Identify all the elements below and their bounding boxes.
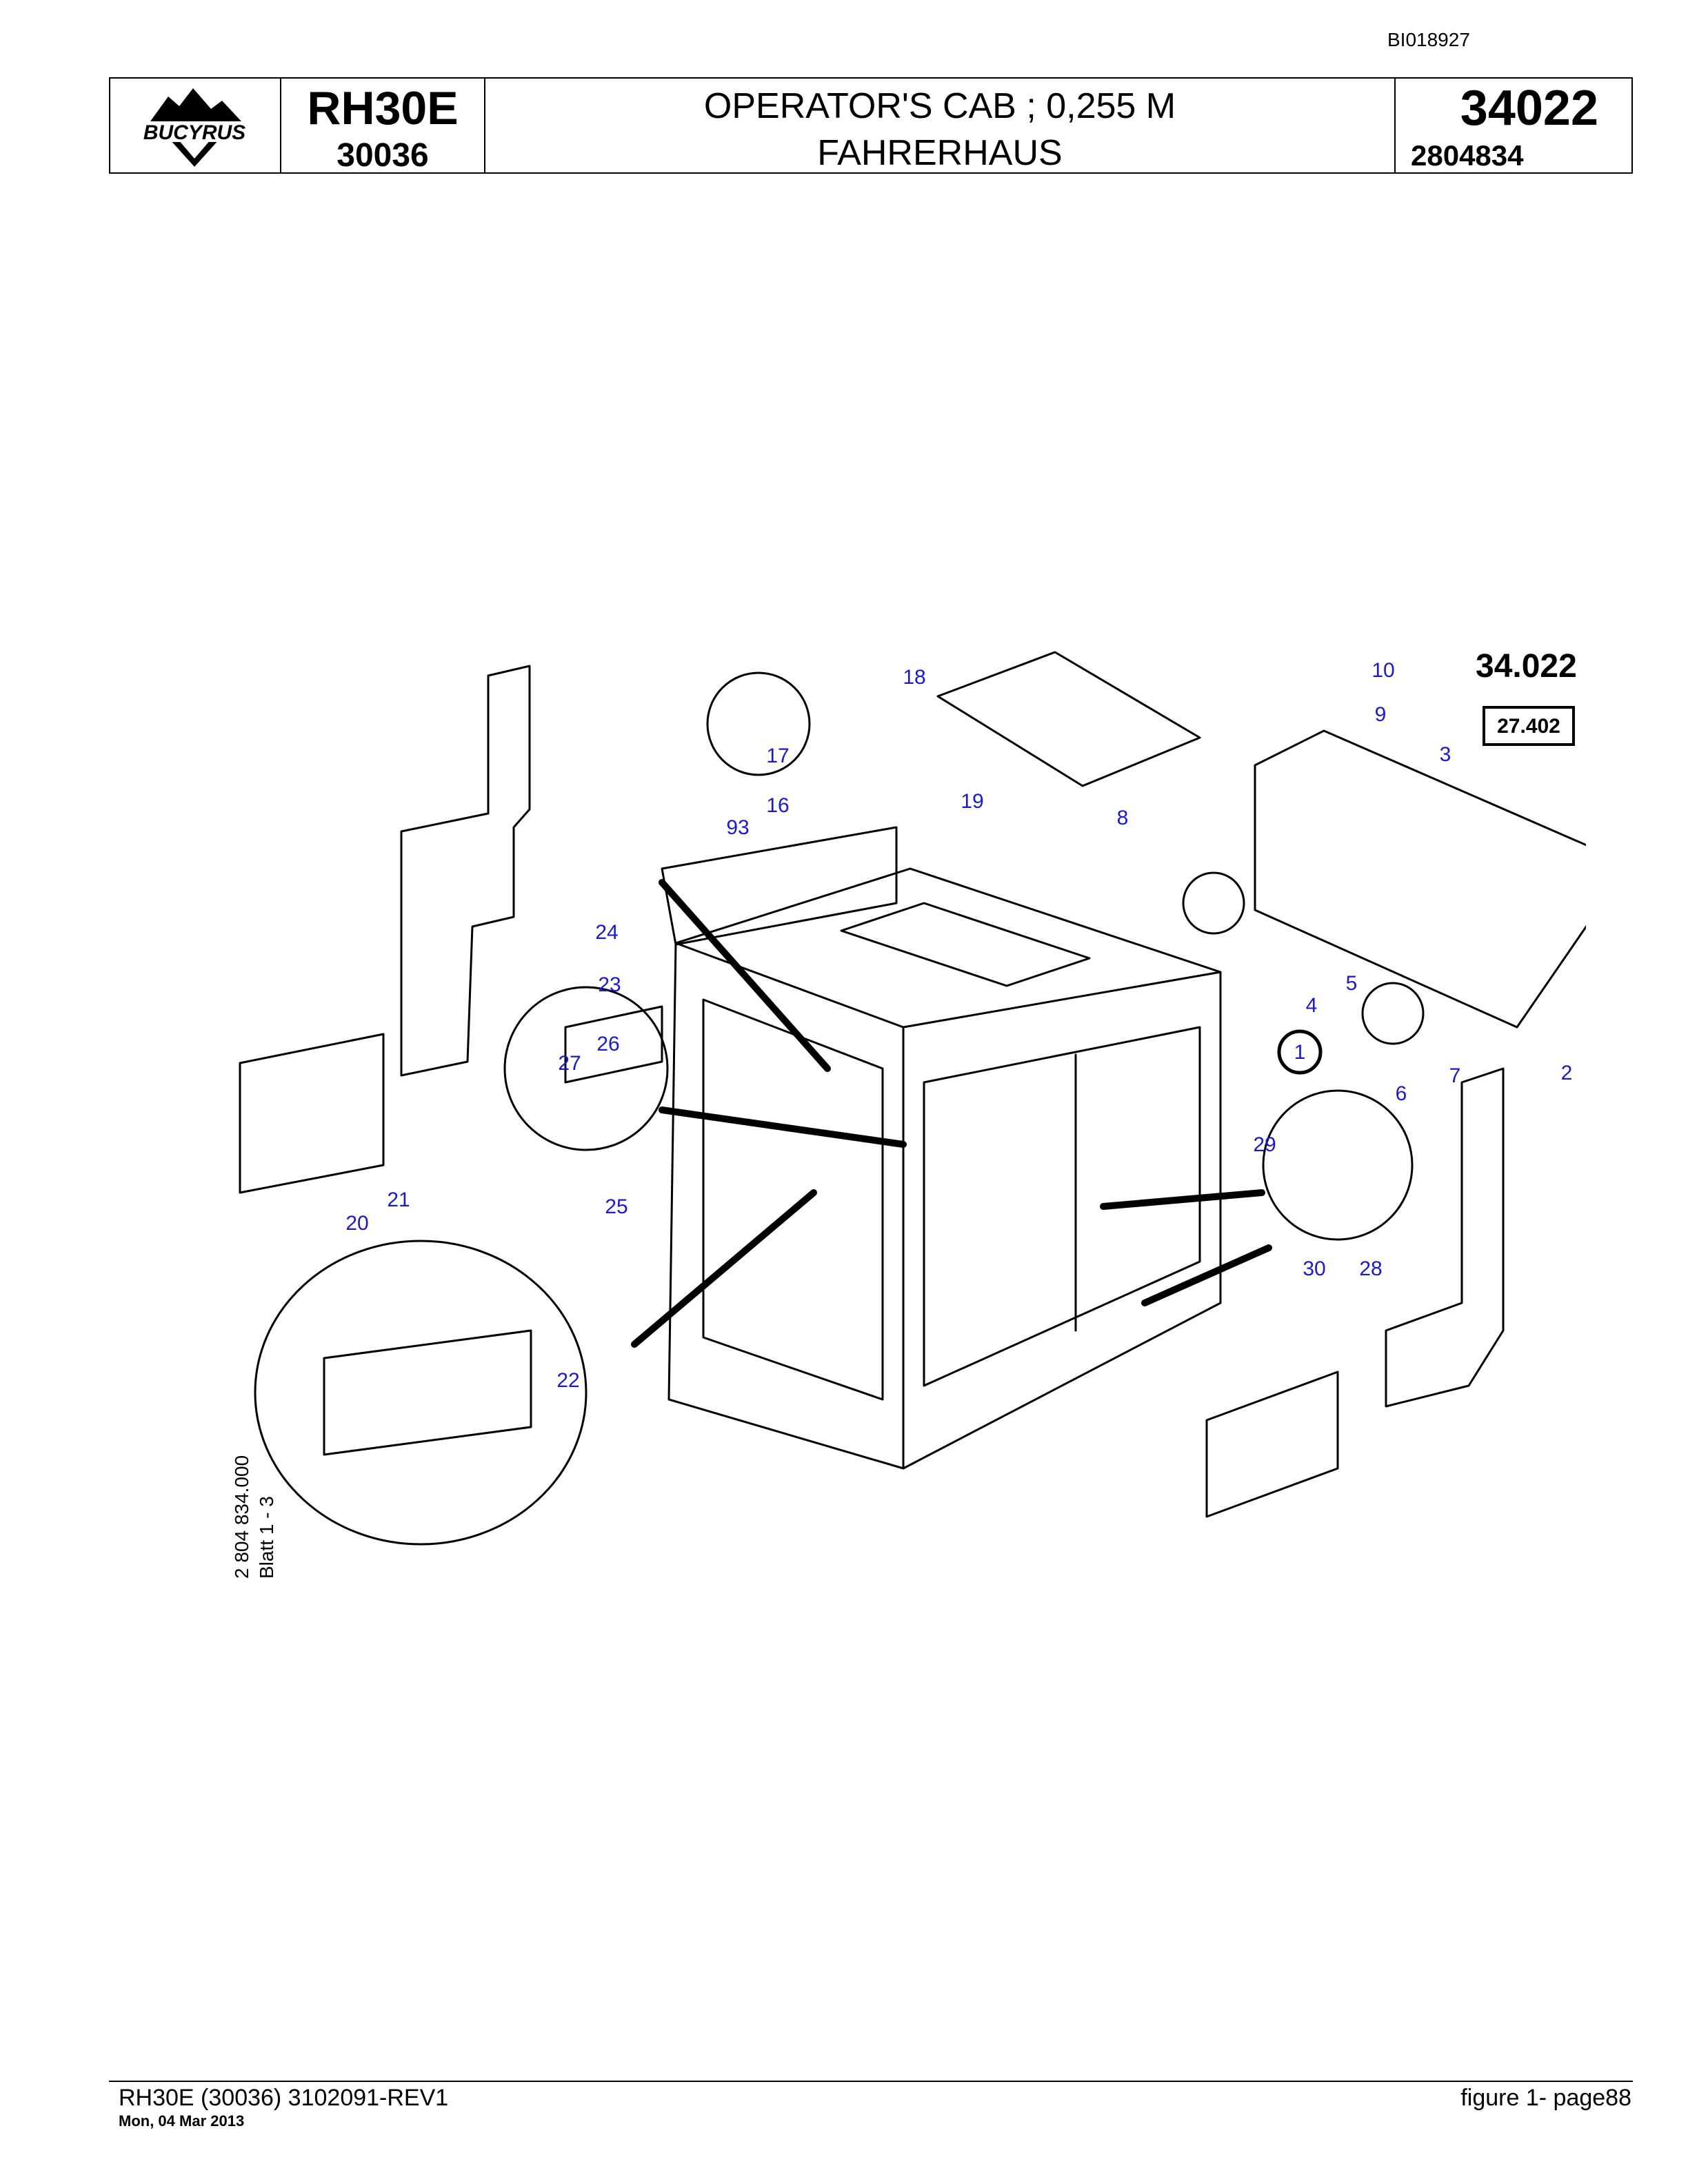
leader-thick-2 [659,1106,907,1148]
leader-thick-1 [659,879,831,1072]
document-id: BI018927 [1387,29,1470,50]
callout-30: 30 [1303,1257,1325,1280]
right-floor-panel [1205,1371,1339,1518]
callout-28: 28 [1359,1257,1382,1280]
reference-box-label: 27.402 [1497,715,1560,738]
part-number: 2804834 [1411,139,1524,172]
footer-date: Mon, 04 Mar 2013 [119,2112,245,2130]
callout-23: 23 [598,973,621,996]
callout-16: 16 [766,794,789,817]
left-upper-panel [400,665,531,1077]
callout-1: 1 [1294,1041,1306,1064]
logo-wordmark: BUCYRUS [143,121,245,144]
callout-29: 29 [1253,1133,1276,1156]
left-door-panel [239,1033,385,1194]
callout-20: 20 [345,1212,368,1235]
callout-9: 9 [1375,703,1387,726]
callout-17: 17 [766,745,789,767]
title-block: BUCYRUS RH30E 30036 OPERATOR'S CAB ; 0,2… [109,77,1633,174]
title-cell: OPERATOR'S CAB ; 0,255 M FAHRERHAUS [485,79,1396,173]
footer-rule [109,2081,1633,2082]
callout-21: 21 [387,1189,410,1211]
speaker-grille-upper [1182,871,1245,935]
callout-25: 25 [605,1195,627,1218]
model-number: 30036 [336,137,429,174]
callout-10: 10 [1372,659,1394,682]
callout-6: 6 [1396,1082,1407,1105]
window-seal-frame [661,826,898,946]
callout-93: 93 [726,816,749,839]
callout-2: 2 [1561,1062,1573,1084]
callout-7: 7 [1449,1064,1461,1087]
right-side-panel [1385,1067,1505,1408]
title-english: OPERATOR'S CAB ; 0,255 M [703,86,1176,126]
figure-number: 34022 [1460,81,1598,136]
callout-22: 22 [556,1369,579,1392]
leader-thick-3 [631,1189,817,1348]
model-name: RH30E [307,82,459,134]
detail-circle-handle [706,671,811,776]
logo-cell: BUCYRUS [110,79,281,172]
leader-thick-5 [1141,1244,1272,1306]
section-label: 34.022 [1476,648,1577,685]
callout-labels: 1234567891016171819202122232425262728293… [345,659,1572,1392]
detail-circle-box [503,986,669,1151]
callout-24: 24 [595,921,618,944]
callout-8: 8 [1117,807,1129,829]
callout-18: 18 [903,666,925,689]
cab-body [667,867,1222,1470]
storage-box [564,1005,663,1084]
side-note-line2: Blatt 1 - 3 [256,1496,277,1579]
callout-3: 3 [1440,743,1451,766]
footer-document-ref: RH30E (30036) 3102091-REV1 [119,2085,449,2111]
leader-thick-4 [1100,1189,1265,1210]
detail-circle-bracket [1262,1089,1414,1241]
footer-page: figure 1- page88 [1460,2085,1631,2111]
cab-front-window [702,998,884,1401]
speaker-grille-lower [1361,982,1425,1045]
callout-5: 5 [1346,972,1358,995]
rear-console [1254,729,1586,1029]
armrest-cushion [323,1329,532,1456]
model-cell: RH30E 30036 [281,79,485,174]
callout-26: 26 [596,1033,619,1055]
roof-plate [936,651,1201,787]
title-german: FAHRERHAUS [817,133,1063,173]
side-note-line1: 2 804 834.000 [231,1455,252,1579]
callout-4: 4 [1306,994,1318,1017]
exploded-parts-diagram: 34.022 27.402 2 804 834.000 Blatt 1 - 3 … [231,648,1586,1579]
callout-19: 19 [961,790,983,813]
figure-cell: 34022 2804834 [1396,79,1633,172]
detail-circle-armrest [254,1240,587,1546]
cab-side-window [923,1026,1201,1387]
bucyrus-logo: BUCYRUS [125,88,263,167]
cab-roof-hatch [840,902,1091,987]
callout-circle-1 [1277,1029,1323,1075]
reference-box [1483,706,1575,746]
callout-27: 27 [558,1052,581,1075]
